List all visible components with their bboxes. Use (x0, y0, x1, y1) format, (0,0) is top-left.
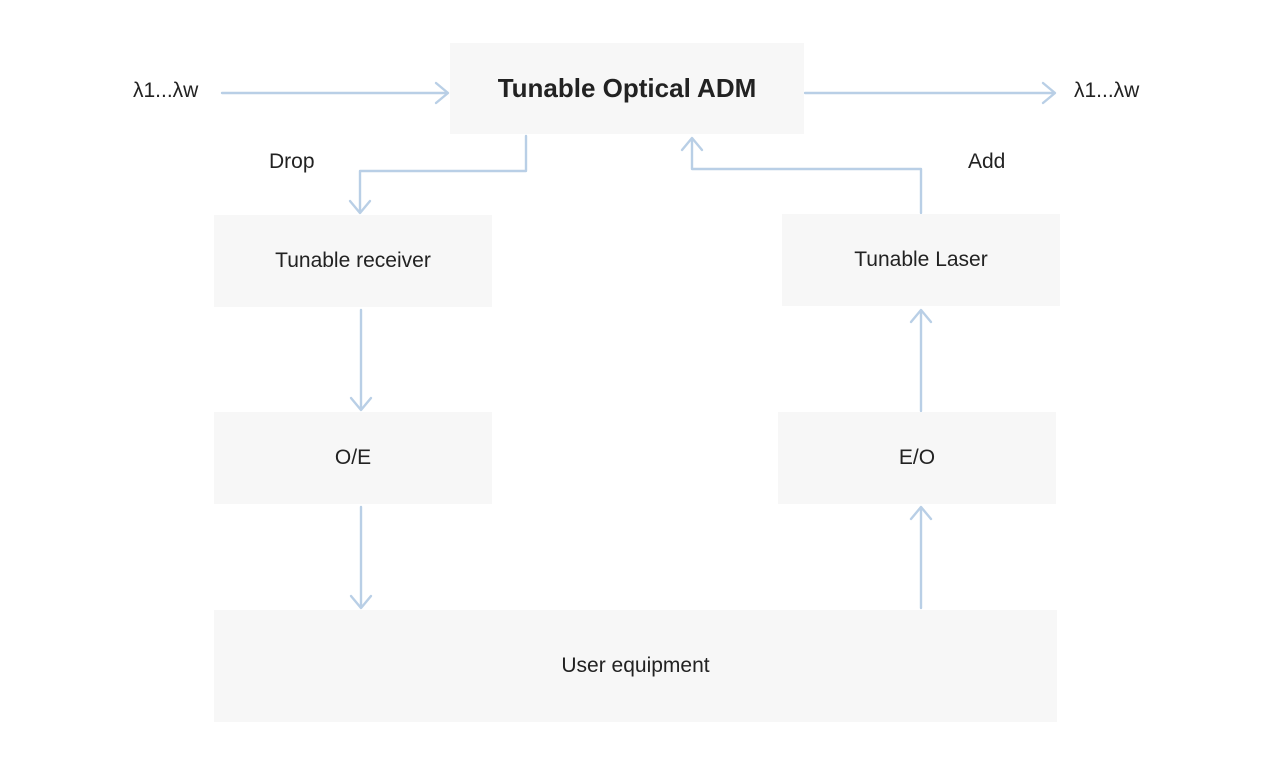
edge-receiver-to-oe (349, 308, 373, 412)
node-tunable-optical-adm-label: Tunable Optical ADM (497, 73, 757, 103)
node-eo-label: E/O (898, 446, 936, 469)
edge-eo-to-laser (909, 308, 933, 413)
node-user-equipment: User equipment (214, 610, 1057, 722)
label-add: Add (968, 150, 1006, 173)
edge-adm-to-output (803, 81, 1057, 105)
edge-input-to-adm (220, 81, 450, 105)
edge-laser-to-adm (680, 136, 923, 215)
label-drop: Drop (269, 150, 315, 173)
edge-user-to-eo (909, 505, 933, 610)
label-output-wavelengths: λ1...λw (1074, 79, 1140, 102)
label-input-wavelengths: λ1...λw (133, 79, 199, 102)
node-tunable-optical-adm: Tunable Optical ADM (450, 43, 804, 134)
node-tunable-laser-label: Tunable Laser (854, 248, 988, 271)
edge-oe-to-user (349, 505, 373, 610)
node-tunable-laser: Tunable Laser (782, 214, 1060, 306)
node-user-equipment-label: User equipment (561, 654, 710, 677)
node-oe: O/E (214, 412, 492, 504)
edge-adm-to-receiver (348, 134, 528, 215)
node-tunable-receiver-label: Tunable receiver (275, 249, 431, 272)
node-tunable-receiver: Tunable receiver (214, 215, 492, 307)
node-oe-label: O/E (334, 446, 372, 469)
node-eo: E/O (778, 412, 1056, 504)
